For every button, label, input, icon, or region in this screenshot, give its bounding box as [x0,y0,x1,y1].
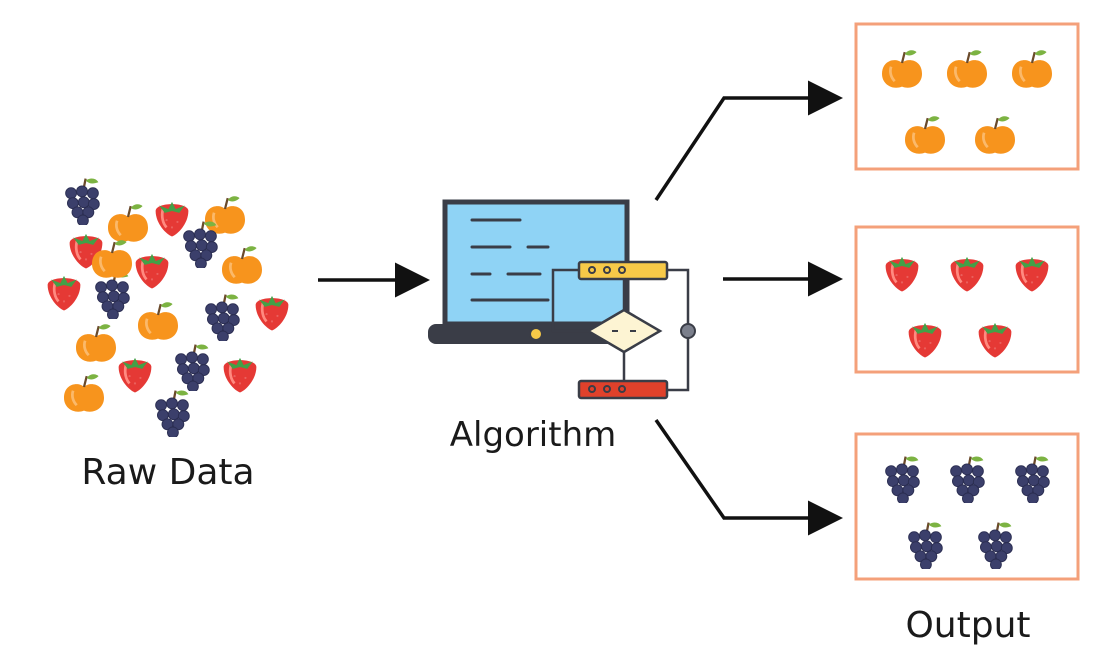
strawberry-icon [117,356,153,394]
algorithm-laptop-icon [428,199,644,344]
strawberry-icon [134,252,170,290]
apple-icon [136,300,180,342]
raw-data-fruit-cluster [46,177,290,437]
strawberry-icon [46,274,82,312]
output-box-strawberries [854,225,1080,374]
grape-icon [94,271,131,319]
apple-icon [106,202,150,244]
strawberry-icon [254,294,290,332]
output-arrow-top [654,80,843,201]
apple-icon [62,372,106,414]
raw-data-label: Raw Data [81,452,255,493]
output-box-apples [854,22,1080,171]
grape-icon [174,343,211,391]
grape-icon [154,389,191,437]
output-label: Output [905,605,1031,646]
grape-icon [204,293,241,341]
strawberry-icon [222,356,258,394]
apple-icon [220,244,264,286]
grape-icon [64,177,101,225]
algorithm-label: Algorithm [449,415,617,455]
apple-icon [74,322,118,364]
flowchart-icon [551,260,696,400]
output-box-grapes [854,432,1080,581]
apple-icon [203,194,247,236]
strawberry-icon [154,200,190,238]
output-arrow-bottom [654,419,843,536]
